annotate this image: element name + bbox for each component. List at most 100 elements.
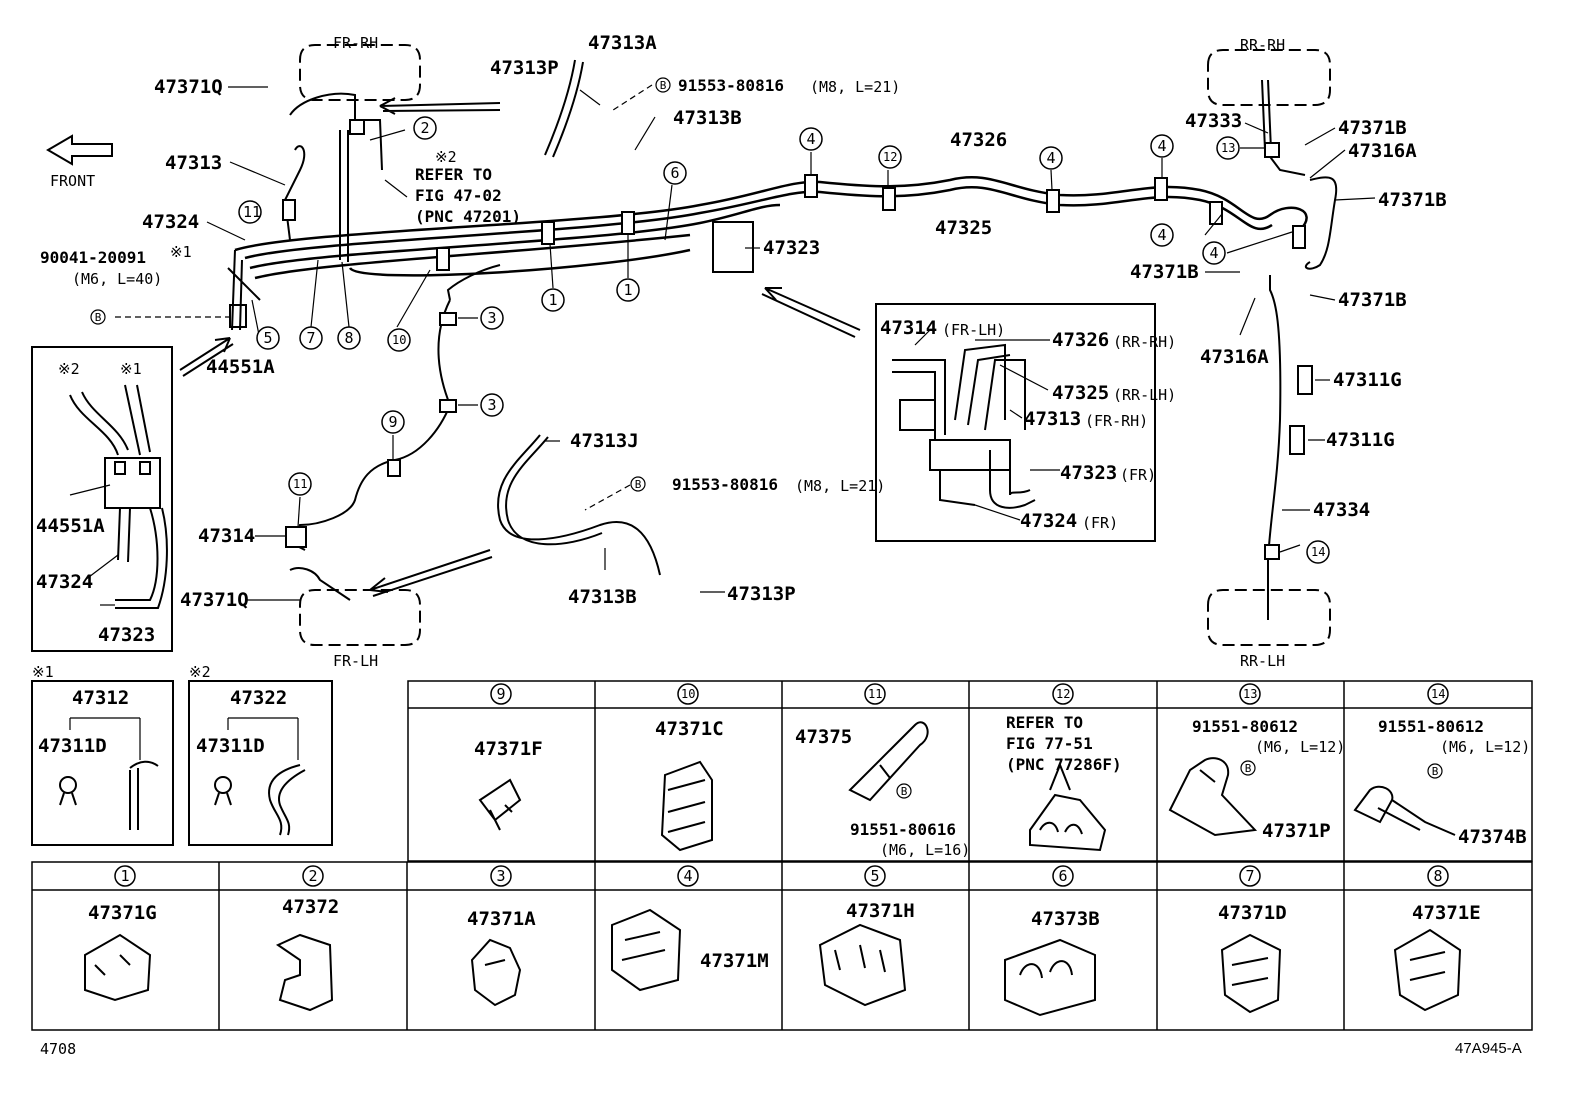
fr-rh-loop <box>289 92 356 120</box>
callout-47371B-4: 47371B <box>1338 289 1407 311</box>
inset-47314-loc: (FR-LH) <box>942 321 1006 339</box>
rr-lh-line <box>1267 275 1282 620</box>
callout-47371B-3: 47371B <box>1130 261 1199 283</box>
callout-47313: 47313 <box>165 152 223 174</box>
front-label: FRONT <box>50 172 96 190</box>
clip-47371D: 47371D <box>1218 902 1287 924</box>
inset-47313: 47313 <box>1024 408 1082 430</box>
callout-47313J: 47313J <box>570 430 639 452</box>
inset-47323: 47323 <box>1060 462 1118 484</box>
region-label-rr-lh: RR-LH <box>1240 652 1286 670</box>
footer-right-code: 47A945-A <box>1455 1040 1522 1057</box>
fitting-44551A <box>229 304 247 328</box>
clip-47371H: 47371H <box>846 900 915 922</box>
inset-47324-loc: (FR) <box>1082 514 1119 532</box>
inset-drawing <box>892 343 1036 509</box>
inset-box <box>875 303 1156 542</box>
clip-47371P: 47371P <box>1262 820 1331 842</box>
clip-47373B: 47373B <box>1031 908 1100 930</box>
note-box-1 <box>31 680 174 846</box>
clip-sketches <box>84 721 1462 1017</box>
clip-47374B: 47374B <box>1458 826 1527 848</box>
callout-47311G-2: 47311G <box>1326 429 1395 451</box>
callout-bolt-top: 91553-80816 <box>678 76 784 95</box>
inset-47325: 47325 <box>1052 382 1110 404</box>
clip-47371A: 47371A <box>467 908 536 930</box>
arrow-to-fr-lh <box>369 549 493 597</box>
callout-47371Q-bot: 47371Q <box>180 589 249 611</box>
fr-lh-line <box>293 264 501 551</box>
inset-47314: 47314 <box>880 317 938 339</box>
callout-47313B-top: 47313B <box>673 107 742 129</box>
refer-line-2: FIG 47-02 <box>415 186 502 205</box>
inset-47326: 47326 <box>1052 329 1110 351</box>
callout-44551A: 44551A <box>206 356 275 378</box>
fr-rh-drop-line <box>339 119 383 262</box>
footer-left-code: 4708 <box>40 1040 77 1058</box>
callout-47333: 47333 <box>1185 110 1243 132</box>
callout-47371B-2: 47371B <box>1378 189 1447 211</box>
callout-bolt-mid: 91553-80816 <box>672 475 778 494</box>
part-47311G-2 <box>1289 425 1305 455</box>
callout-47371B-1: 47371B <box>1338 117 1407 139</box>
refer-line-3: (PNC 47201) <box>415 207 521 226</box>
clip-table-top <box>407 680 1533 862</box>
fitting-line <box>227 249 261 331</box>
region-label-fr-lh: FR-LH <box>333 652 379 670</box>
rr-loop <box>1304 176 1338 270</box>
region-label-rr-rh: RR-RH <box>1240 36 1286 54</box>
clip-47371F: 47371F <box>474 738 543 760</box>
inset-47326-loc: (RR-RH) <box>1113 333 1177 351</box>
line-47313 <box>283 145 306 241</box>
hose-47313J <box>497 434 661 576</box>
callout-47316A-1: 47316A <box>1348 140 1417 162</box>
part-47311G-1 <box>1297 365 1313 395</box>
arrow-to-detail <box>179 337 234 377</box>
callout-47313B-bot: 47313B <box>568 586 637 608</box>
note1-mark: ※1 <box>170 243 192 261</box>
inset-47324: 47324 <box>1020 510 1078 532</box>
clip-47371E: 47371E <box>1412 902 1481 924</box>
callout-bolt-top-spec: (M8, L=21) <box>810 78 901 96</box>
front-arrow-icon <box>46 134 113 166</box>
callout-bolt-90041: 90041-20091 <box>40 248 146 267</box>
arrow-to-fr-rh <box>379 97 501 115</box>
clip-47371C: 47371C <box>655 718 724 740</box>
region-label-fr-rh: FR-RH <box>333 34 379 52</box>
callout-47313A: 47313A <box>588 32 657 54</box>
fr-rh-region-box <box>299 44 421 101</box>
refer-line-1: REFER TO <box>415 165 493 184</box>
callout-47323: 47323 <box>763 237 821 259</box>
inset-47313-loc: (FR-RH) <box>1085 412 1149 430</box>
callout-bolt-mid-spec: (M8, L=21) <box>795 477 886 495</box>
callout-47313P-top: 47313P <box>490 57 559 79</box>
rr-rh-line <box>1261 79 1306 176</box>
note2-mark: ※2 <box>435 148 457 166</box>
clip-47375: 47375 <box>795 726 853 748</box>
fr-lh-region-box <box>299 589 421 646</box>
callout-47326: 47326 <box>950 129 1008 151</box>
callout-47334: 47334 <box>1313 499 1371 521</box>
callout-47313P-bot: 47313P <box>727 583 796 605</box>
inset-47323-loc: (FR) <box>1120 466 1157 484</box>
clip-47371M: 47371M <box>700 950 769 972</box>
note-box-2 <box>188 680 333 846</box>
inset-47325-loc: (RR-LH) <box>1113 386 1177 404</box>
clip-47372: 47372 <box>282 896 340 918</box>
callout-47324: 47324 <box>142 211 200 233</box>
rr-rh-region-box <box>1207 49 1331 106</box>
callout-47325: 47325 <box>935 217 993 239</box>
arrow-to-inset <box>761 287 861 338</box>
rr-lh-region-box <box>1207 589 1331 646</box>
callout-47314: 47314 <box>198 525 256 547</box>
hose-47313A <box>544 59 584 158</box>
callout-47371Q-top: 47371Q <box>154 76 223 98</box>
callout-47311G-1: 47311G <box>1333 369 1402 391</box>
callout-bolt-90041-spec: (M6, L=40) <box>72 270 163 288</box>
left-detail-box <box>31 346 173 652</box>
clip-47371G: 47371G <box>88 902 157 924</box>
fr-lh-end <box>289 567 351 601</box>
callout-47316A-2: 47316A <box>1200 346 1269 368</box>
